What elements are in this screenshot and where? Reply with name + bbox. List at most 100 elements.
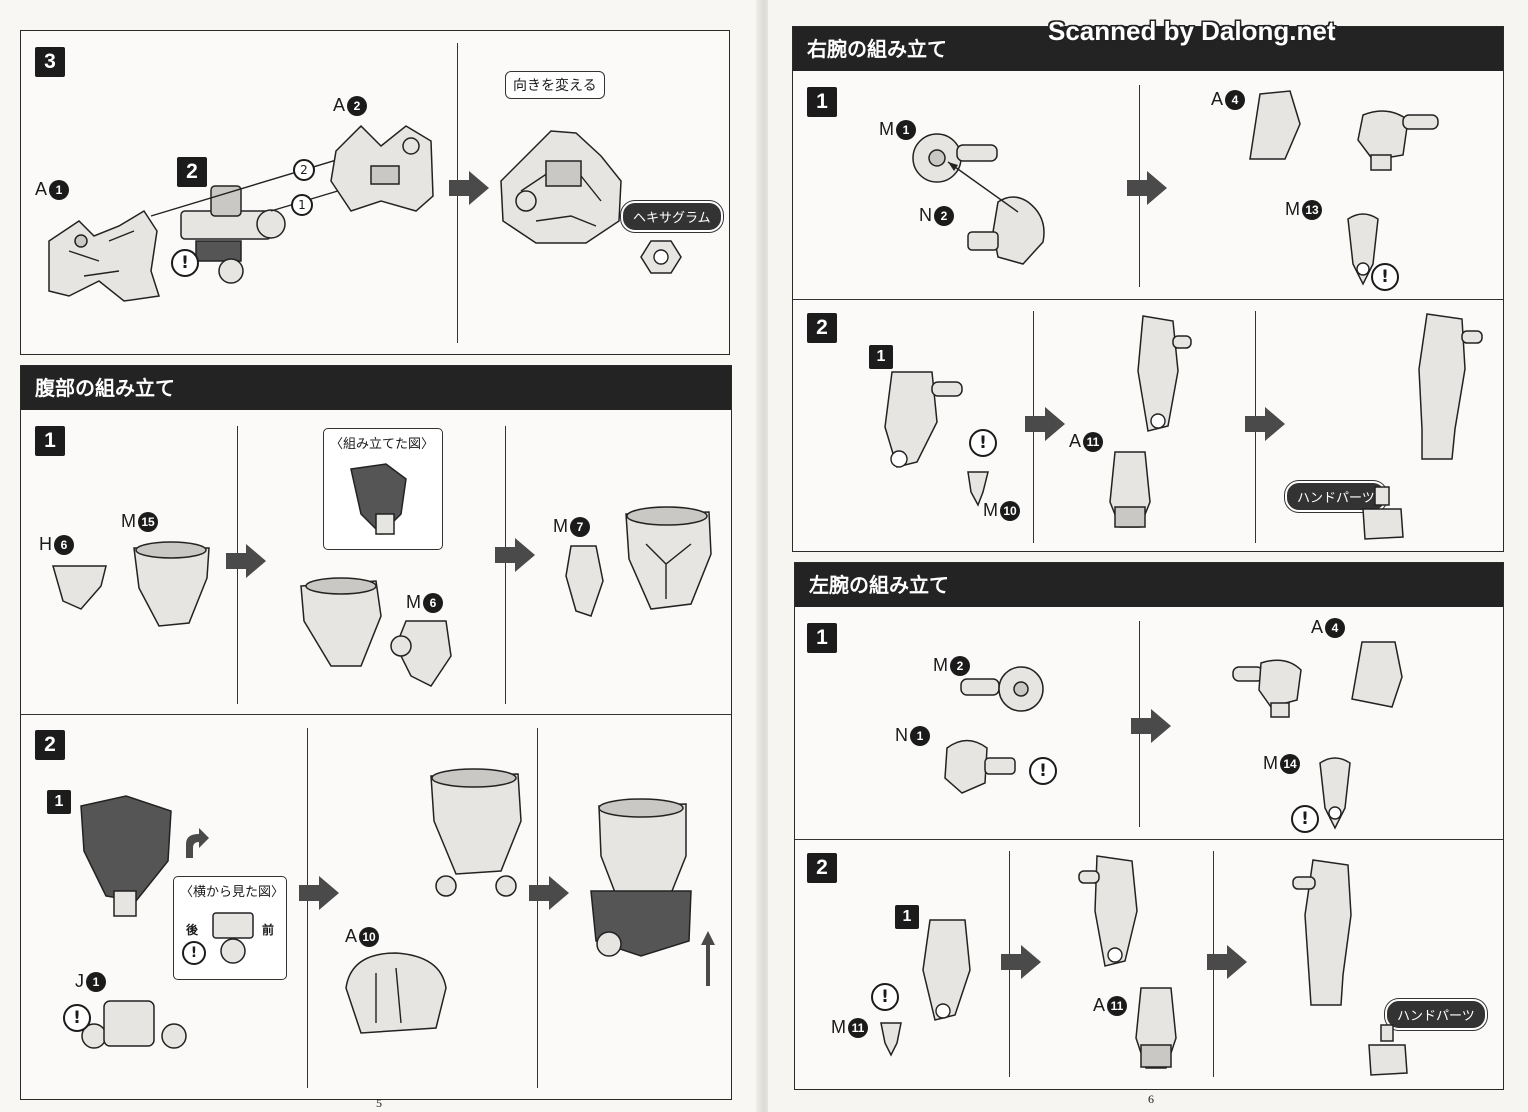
- part-a10-drawing: [345, 952, 447, 1034]
- step-number: 3: [35, 47, 65, 77]
- direction-change-bubble: 向きを変える: [505, 71, 605, 99]
- step-number: 1: [807, 623, 837, 653]
- abdomen-part-drawing: [80, 795, 172, 917]
- page-number: 6: [1148, 1092, 1154, 1106]
- part-a4-drawing: [1351, 641, 1403, 708]
- upper-arm-drawing: [922, 919, 971, 1021]
- next-step-arrow-icon: [1245, 407, 1285, 441]
- hand-parts-label: ハンドパーツ: [1285, 481, 1387, 512]
- section-title: 腹部の組み立て: [21, 366, 731, 410]
- step-number: 2: [35, 730, 65, 760]
- upper-arm-drawing: [884, 371, 963, 468]
- caution-icon: !: [1291, 805, 1319, 833]
- step-number: 2: [807, 853, 837, 883]
- caution-icon: !: [1371, 263, 1399, 291]
- torso-result-drawing: [625, 506, 712, 610]
- abdomen-result-drawing: [590, 798, 692, 957]
- complete-arm-drawing: [1292, 859, 1352, 1006]
- caution-icon: !: [871, 983, 899, 1011]
- next-step-arrow-icon: [226, 544, 266, 578]
- part-m14-drawing: [1319, 757, 1351, 830]
- complete-arm-drawing: [1418, 313, 1483, 460]
- hand-part-icon: [1368, 1024, 1408, 1076]
- arm-assembly-drawing: [1137, 315, 1192, 432]
- assembled-result-drawing: [500, 130, 622, 244]
- scanner-watermark: Scanned by Dalong.net: [1048, 16, 1336, 46]
- subassembly-drawing: [180, 185, 286, 284]
- caution-icon: !: [182, 941, 206, 965]
- next-step-arrow-icon: [529, 876, 569, 910]
- order-badge-2: 2: [293, 159, 315, 181]
- sub-step-number: 1: [895, 905, 919, 929]
- back-label: 後: [186, 923, 199, 937]
- rotate-arrow-icon: [186, 828, 209, 858]
- caution-icon: !: [1029, 757, 1057, 785]
- next-step-arrow-icon: [1001, 945, 1041, 979]
- part-n1-drawing: [944, 739, 1016, 794]
- next-step-arrow-icon: [1127, 171, 1167, 205]
- section-title: 右腕の組み立て: [793, 27, 1503, 71]
- part-m10-drawing: [967, 471, 989, 507]
- part-m6-assembly-drawing: [300, 577, 382, 667]
- sub-step-number: 1: [869, 345, 893, 369]
- assembled-view-inset: 〈組み立てた図〉: [323, 428, 443, 550]
- shoulder-joint-drawing: [1232, 659, 1302, 718]
- next-step-arrow-icon: [1131, 709, 1171, 743]
- sub-step-number: 2: [177, 157, 207, 187]
- arm-assembly-drawing: [1078, 855, 1138, 967]
- caution-icon: !: [63, 1004, 91, 1032]
- hand-parts-label: ハンドパーツ: [1385, 999, 1487, 1030]
- step-number: 1: [807, 87, 837, 117]
- part-m13-drawing: [1347, 213, 1379, 286]
- hexagram-label: ヘキサグラム: [621, 201, 723, 232]
- hexagram-part-icon: [640, 240, 682, 274]
- part-m6-drawing: [390, 620, 452, 687]
- part-m11-drawing: [880, 1022, 902, 1057]
- part-m2-drawing: [960, 666, 1044, 712]
- next-step-arrow-icon: [449, 171, 489, 205]
- part-n2-drawing: [967, 196, 1045, 265]
- sub-step-number: 1: [47, 790, 71, 814]
- next-step-arrow-icon: [1207, 945, 1247, 979]
- shoulder-joint-drawing: [1357, 110, 1439, 171]
- part-j1-drawing: [81, 1000, 187, 1049]
- hand-part-icon: [1362, 486, 1404, 540]
- front-label: 前: [262, 923, 275, 937]
- next-step-arrow-icon: [1025, 407, 1065, 441]
- part-a2-drawing: [330, 124, 434, 212]
- part-m1-drawing: [912, 133, 998, 183]
- caution-icon: !: [171, 249, 199, 277]
- part-m7-drawing: [565, 545, 604, 617]
- part-a1-drawing: [48, 209, 160, 302]
- next-step-arrow-icon: [495, 538, 535, 572]
- section-title: 左腕の組み立て: [795, 563, 1503, 607]
- next-step-arrow-icon: [299, 876, 339, 910]
- assembly-arrows: [947, 161, 1019, 213]
- part-m15-drawing: [133, 541, 210, 627]
- caution-icon: !: [969, 429, 997, 457]
- torso-assembly-drawing: [430, 768, 522, 897]
- part-h6-drawing: [52, 565, 107, 610]
- step-number: 1: [35, 426, 65, 456]
- page-number: 5: [376, 1096, 382, 1110]
